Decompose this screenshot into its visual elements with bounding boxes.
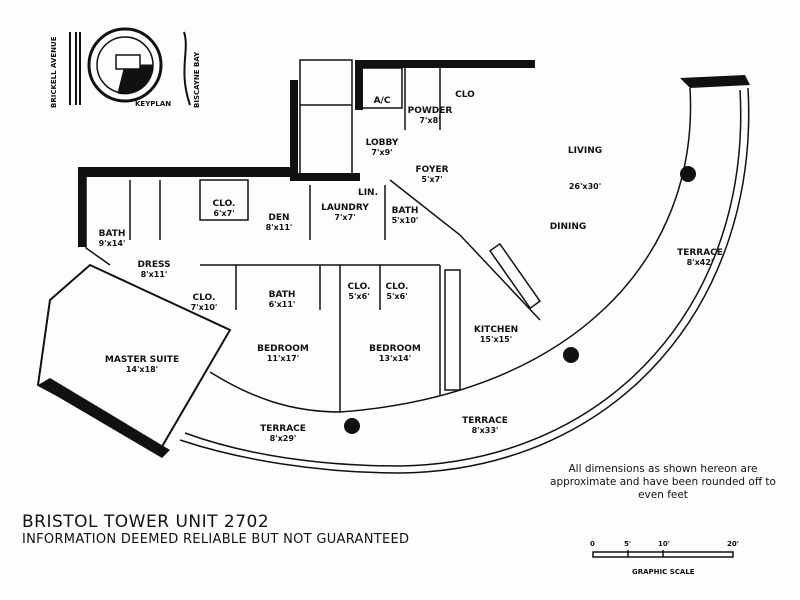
graphic-scale-bar: [592, 550, 734, 558]
room-ac: A/C: [373, 96, 391, 106]
keyplan-street-label: BRICKELL AVENUE: [50, 36, 58, 109]
columns: [344, 166, 696, 434]
scale-tick-5: 5': [624, 540, 632, 548]
room-linen: LIN.: [357, 188, 379, 198]
room-closet-1: CLO.5'x6': [347, 282, 371, 301]
scale-tick-0: 0: [590, 540, 595, 548]
room-dining: DINING: [549, 222, 587, 232]
keyplan-bay-label: BISCAYNE BAY: [193, 51, 201, 108]
scale-label: GRAPHIC SCALE: [632, 568, 695, 576]
interior-walls: [36, 59, 750, 474]
keyplan-map: [69, 27, 191, 106]
scale-tick-10: 10': [658, 540, 670, 548]
room-closet-2: CLO.5'x6': [385, 282, 409, 301]
plan-disclaimer: INFORMATION DEEMED RELIABLE BUT NOT GUAR…: [22, 532, 410, 547]
room-closet-entry: CLO: [455, 90, 475, 100]
room-closet-den: CLO.6'x7': [212, 199, 236, 218]
plan-title: BRISTOL TOWER UNIT 2702: [22, 512, 270, 532]
room-closet-master: CLO.7'x10': [190, 293, 218, 312]
dimensions-note: All dimensions as shown hereon are appro…: [550, 463, 776, 501]
keyplan-label: KEYPLAN: [135, 100, 172, 108]
walls: [38, 60, 750, 458]
scale-tick-20: 20': [727, 540, 739, 548]
